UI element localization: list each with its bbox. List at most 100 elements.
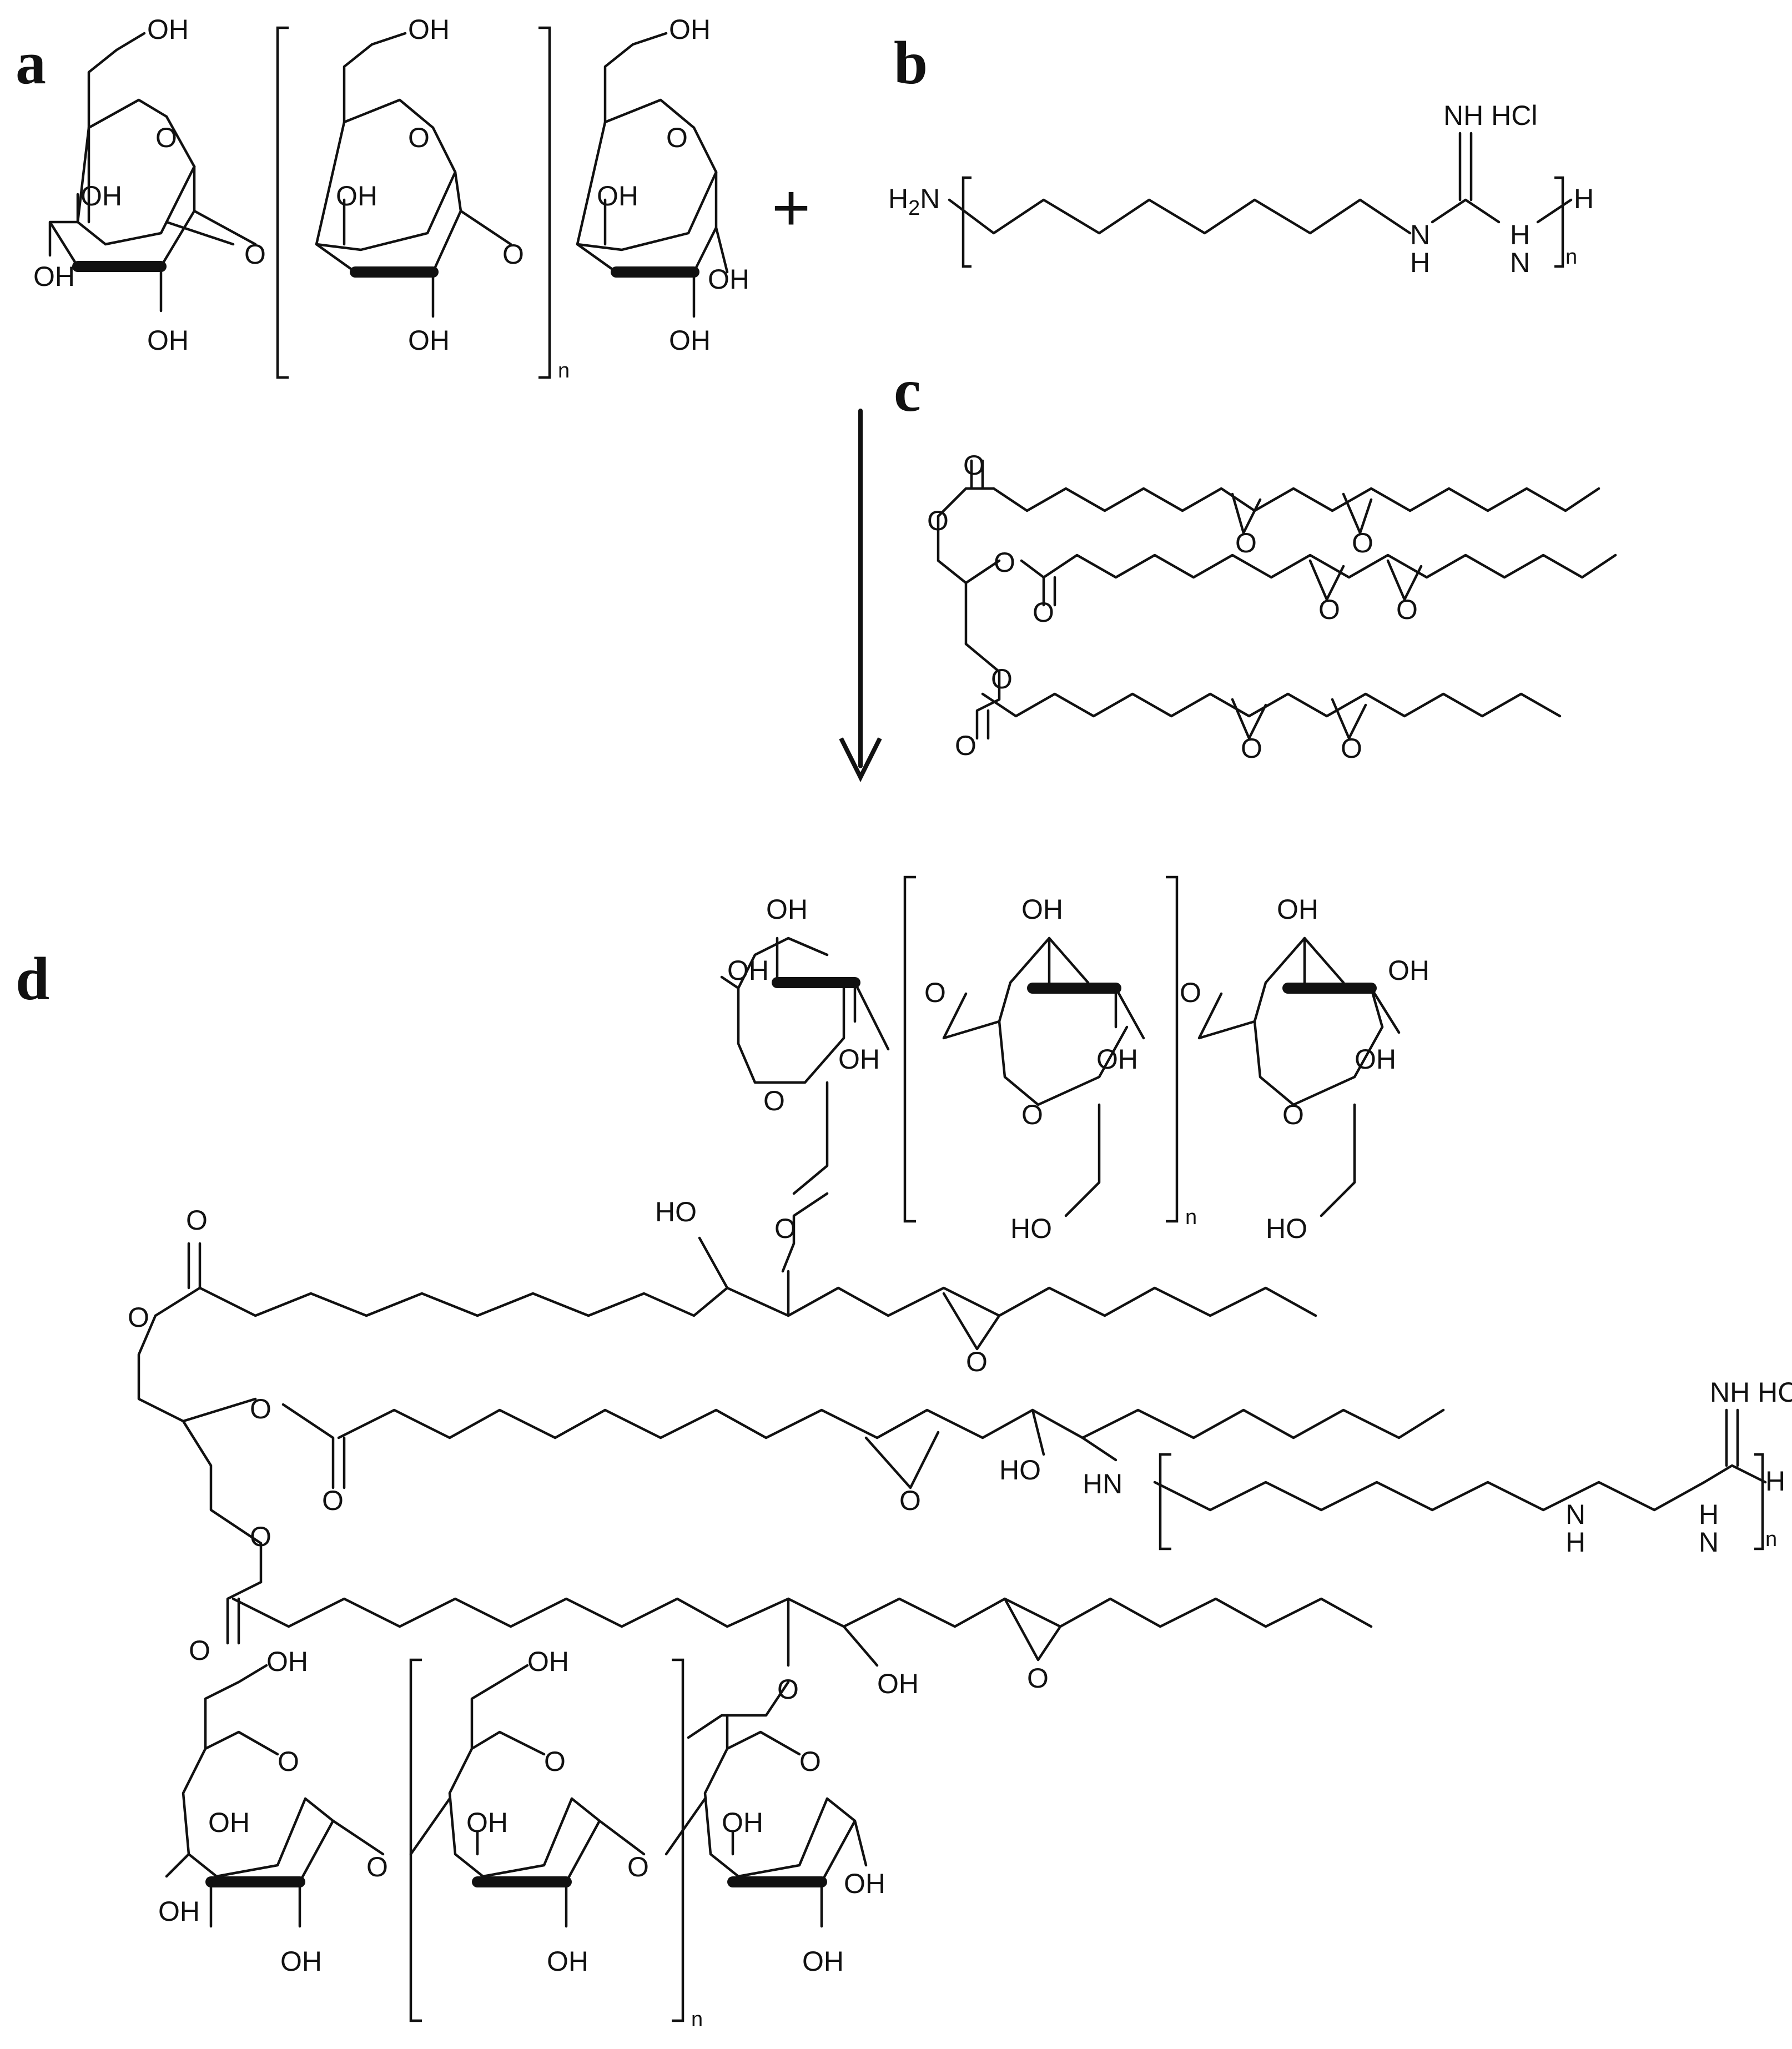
- atom-o: O: [955, 730, 976, 761]
- panel-label-d: d: [16, 945, 49, 1013]
- atom-o: O: [244, 239, 266, 270]
- sugar-ring-2: [315, 32, 512, 318]
- atom-oh: OH: [708, 264, 749, 295]
- atom-o: O: [991, 663, 1013, 694]
- atom-oh: OH: [877, 1668, 919, 1699]
- atom-h: H: [1765, 1466, 1785, 1497]
- sugar-ring-3: [576, 32, 729, 318]
- atom-o: O: [799, 1746, 821, 1777]
- atom-n: N: [1410, 219, 1430, 250]
- atom-o: O: [1241, 733, 1262, 764]
- atom-oh: OH: [527, 1646, 569, 1677]
- atom-o: O: [774, 1213, 796, 1244]
- atom-oh: OH: [408, 14, 450, 45]
- atom-o: O: [1180, 977, 1201, 1008]
- glycerol-backbone: [137, 1314, 263, 1545]
- repeat-n: n: [691, 2008, 703, 2031]
- atom-h: H: [1410, 247, 1430, 278]
- atom-oh: OH: [1277, 894, 1318, 925]
- atom-oh: OH: [158, 1896, 200, 1927]
- product-structure-d: OH OH OH O O OH OH O HO n O OH OH OH O H…: [128, 875, 1792, 2031]
- atom-ho: HO: [1010, 1213, 1052, 1244]
- atom-oh: OH: [336, 180, 377, 212]
- atom-o: O: [1352, 527, 1373, 558]
- atom-o: O: [966, 1346, 988, 1377]
- atom-o: O: [627, 1851, 649, 1882]
- atom-o: O: [763, 1085, 785, 1116]
- atom-n: N: [1699, 1527, 1719, 1558]
- panel-label-c: c: [894, 356, 921, 424]
- atom-oh: OH: [466, 1807, 508, 1838]
- atom-o: O: [128, 1302, 149, 1333]
- atom-o: O: [924, 977, 946, 1008]
- repeat-n: n: [558, 359, 570, 382]
- atom-n: N: [1566, 1499, 1585, 1530]
- panel-label-b: b: [894, 29, 928, 97]
- repeat-n: n: [1566, 245, 1577, 269]
- atom-ho: HO: [999, 1454, 1041, 1486]
- atom-oh: OH: [802, 1946, 844, 1977]
- atom-oh: OH: [266, 1646, 308, 1677]
- atom-oh: OH: [669, 14, 711, 45]
- panel-label-a: a: [16, 29, 46, 97]
- atom-o: O: [186, 1205, 208, 1236]
- atom-oh: OH: [80, 180, 122, 212]
- atom-o: O: [777, 1674, 799, 1705]
- atom-h: H: [1566, 1527, 1585, 1558]
- atom-o: O: [1318, 594, 1340, 625]
- atom-oh: OH: [208, 1807, 250, 1838]
- atom-oh: OH: [408, 325, 450, 356]
- repeat-n: n: [1185, 1206, 1197, 1229]
- atom-o: O: [994, 547, 1015, 578]
- atom-oh: OH: [1021, 894, 1063, 925]
- atom-hn: HN: [1083, 1468, 1122, 1499]
- atom-o: O: [1235, 527, 1257, 558]
- phmg-structure-b: H2N NH HCl N H H N H n: [888, 100, 1594, 278]
- atom-n: N: [1510, 247, 1530, 278]
- atom-o: O: [366, 1851, 388, 1882]
- atom-oh: OH: [722, 1807, 763, 1838]
- atom-nh-hcl: NH HCl: [1710, 1377, 1792, 1408]
- upper-galactan: [720, 875, 1401, 1273]
- atom-oh: OH: [766, 894, 808, 925]
- atom-o: O: [1396, 594, 1418, 625]
- atom-h: H: [1510, 219, 1530, 250]
- atom-o: O: [502, 239, 524, 270]
- atom-oh: OH: [597, 180, 638, 212]
- atom-h: H: [1699, 1499, 1719, 1530]
- atom-o: O: [189, 1635, 210, 1666]
- sugar-ring-1: [48, 32, 257, 313]
- atom-o: O: [155, 122, 177, 153]
- atom-o: O: [544, 1746, 566, 1777]
- atom-ho: HO: [1266, 1213, 1307, 1244]
- atom-h: H: [1574, 183, 1594, 214]
- atom-oh: OH: [1096, 1044, 1138, 1075]
- atom-o: O: [1282, 1099, 1304, 1130]
- atom-o: O: [1021, 1099, 1043, 1130]
- atom-o: O: [322, 1485, 344, 1516]
- atom-o: O: [250, 1393, 271, 1424]
- atom-o: O: [666, 122, 688, 153]
- atom-oh: OH: [838, 1044, 880, 1075]
- atom-oh: OH: [1388, 955, 1429, 986]
- atom-oh: OH: [547, 1946, 588, 1977]
- plus-sign: +: [772, 170, 811, 245]
- atom-o: O: [278, 1746, 299, 1777]
- atom-o: O: [1027, 1663, 1049, 1694]
- atom-o: O: [963, 450, 985, 481]
- repeat-n: n: [1765, 1528, 1777, 1551]
- atom-oh: OH: [147, 14, 189, 45]
- atom-o: O: [1341, 733, 1362, 764]
- atom-oh: OH: [844, 1868, 885, 1899]
- atom-oh: OH: [669, 325, 711, 356]
- atom-oh: OH: [33, 261, 75, 292]
- atom-o: O: [250, 1521, 271, 1552]
- galactan-structure-a: OH O OH OH OH O n OH O OH OH O OH: [33, 14, 749, 382]
- atom-h2n: H2N: [888, 183, 940, 220]
- atom-oh: OH: [1355, 1044, 1396, 1075]
- epoxidized-oil-structure-c: O O O O O O O O O O O O: [927, 450, 1617, 764]
- atom-o: O: [927, 505, 949, 536]
- atom-oh: OH: [727, 955, 769, 986]
- reaction-arrow: [839, 409, 882, 782]
